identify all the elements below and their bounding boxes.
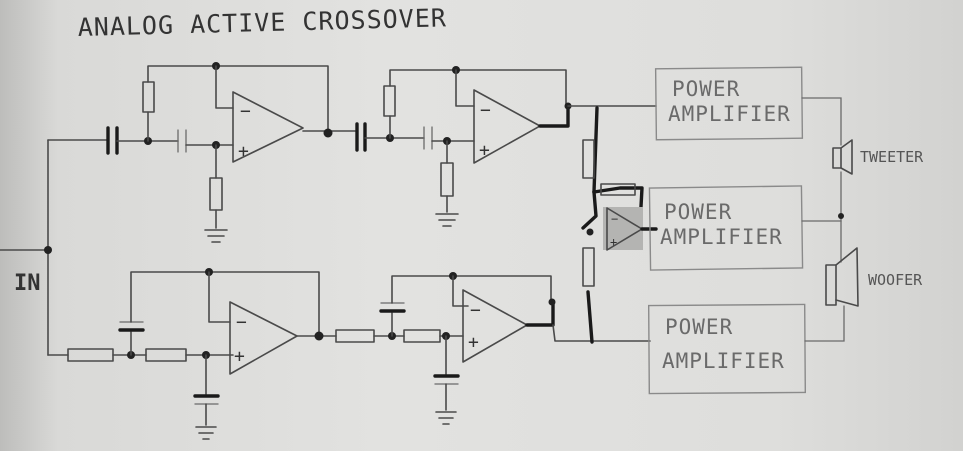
- amp-label-line1: POWER: [665, 315, 733, 339]
- opamp-hp2: [473, 89, 541, 164]
- opamp-plus: +: [238, 141, 249, 162]
- power-amp-1: POWER AMPLIFIER: [654, 66, 804, 141]
- opamp-lp1: [229, 301, 298, 375]
- opamp-minus: −: [480, 100, 491, 121]
- amp-label-line2: AMPLIFIER: [662, 349, 785, 373]
- opamp-minus: −: [240, 101, 251, 122]
- power-amp-3: POWER AMPLIFIER: [647, 303, 807, 395]
- opamp-plus: +: [468, 332, 479, 353]
- lowpass-stage-1: − +: [47, 268, 337, 440]
- opamp-minus: −: [470, 300, 481, 321]
- input-label: IN: [14, 271, 41, 296]
- diagram-title: ANALOG ACTIVE CROSSOVER: [77, 3, 447, 42]
- woofer-speaker-icon: [825, 247, 859, 307]
- opamp-minus: −: [236, 312, 247, 333]
- power-amp-2: POWER AMPLIFIER: [648, 185, 804, 271]
- opamp-hp1: [232, 91, 304, 163]
- opamp-plus: +: [610, 235, 617, 249]
- woofer-label: WOOFER: [868, 271, 923, 289]
- highpass-stage-1: − +: [47, 62, 356, 243]
- opamp-mid: [606, 207, 643, 251]
- tweeter-label: TWEETER: [860, 148, 924, 166]
- junction: [44, 246, 52, 254]
- opamp-minus: −: [611, 212, 618, 226]
- amp-label-line1: POWER: [664, 200, 732, 224]
- amp-label-line2: AMPLIFIER: [668, 102, 791, 126]
- opamp-lp2: [462, 289, 528, 363]
- amp-label-line2: AMPLIFIER: [660, 225, 783, 249]
- highpass-stage-2: − +: [355, 66, 657, 227]
- output-wiring: [801, 97, 845, 342]
- mid-subtractor: − +: [581, 106, 658, 344]
- opamp-plus: +: [479, 140, 490, 161]
- amp-label-line1: POWER: [672, 77, 740, 101]
- opamp-plus: +: [234, 346, 245, 367]
- lowpass-stage-2: − +: [335, 272, 651, 425]
- tweeter-speaker-icon: [832, 139, 853, 175]
